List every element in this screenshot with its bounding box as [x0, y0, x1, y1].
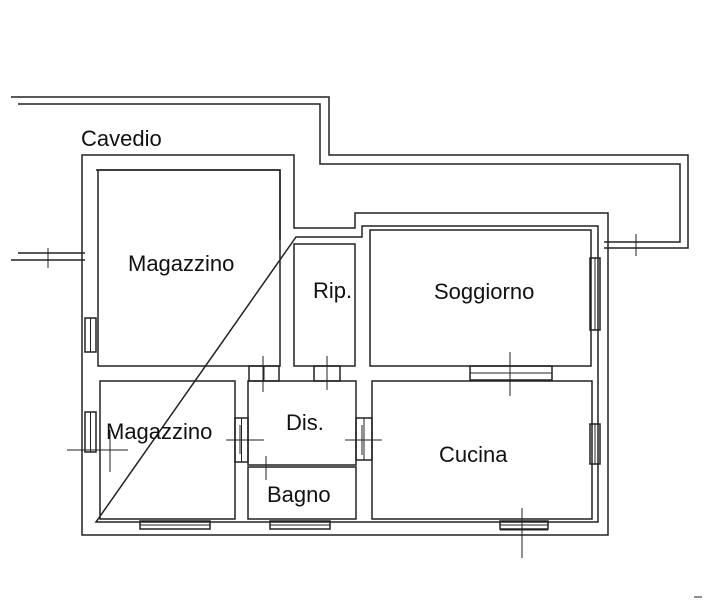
label-soggiorno: Soggiorno	[434, 279, 534, 304]
apartment-outer-walls	[81, 154, 609, 536]
room-labels: Cavedio Magazzino Rip. Soggiorno Magazzi…	[81, 126, 534, 507]
label-magazzino-top: Magazzino	[128, 251, 234, 276]
label-magazzino-bottom: Magazzino	[106, 419, 212, 444]
cavedio-walls	[11, 96, 689, 261]
label-disimpegno: Dis.	[286, 410, 324, 435]
windows	[84, 257, 601, 530]
room-outlines	[97, 169, 593, 520]
label-cucina: Cucina	[439, 442, 508, 467]
room-bagno	[247, 466, 357, 520]
label-cavedio: Cavedio	[81, 126, 162, 151]
room-ripostiglio	[293, 243, 356, 367]
label-bagno: Bagno	[267, 482, 331, 507]
label-ripostiglio: Rip.	[313, 278, 352, 303]
section-marks	[47, 234, 702, 598]
room-magazzino-top	[97, 169, 281, 367]
